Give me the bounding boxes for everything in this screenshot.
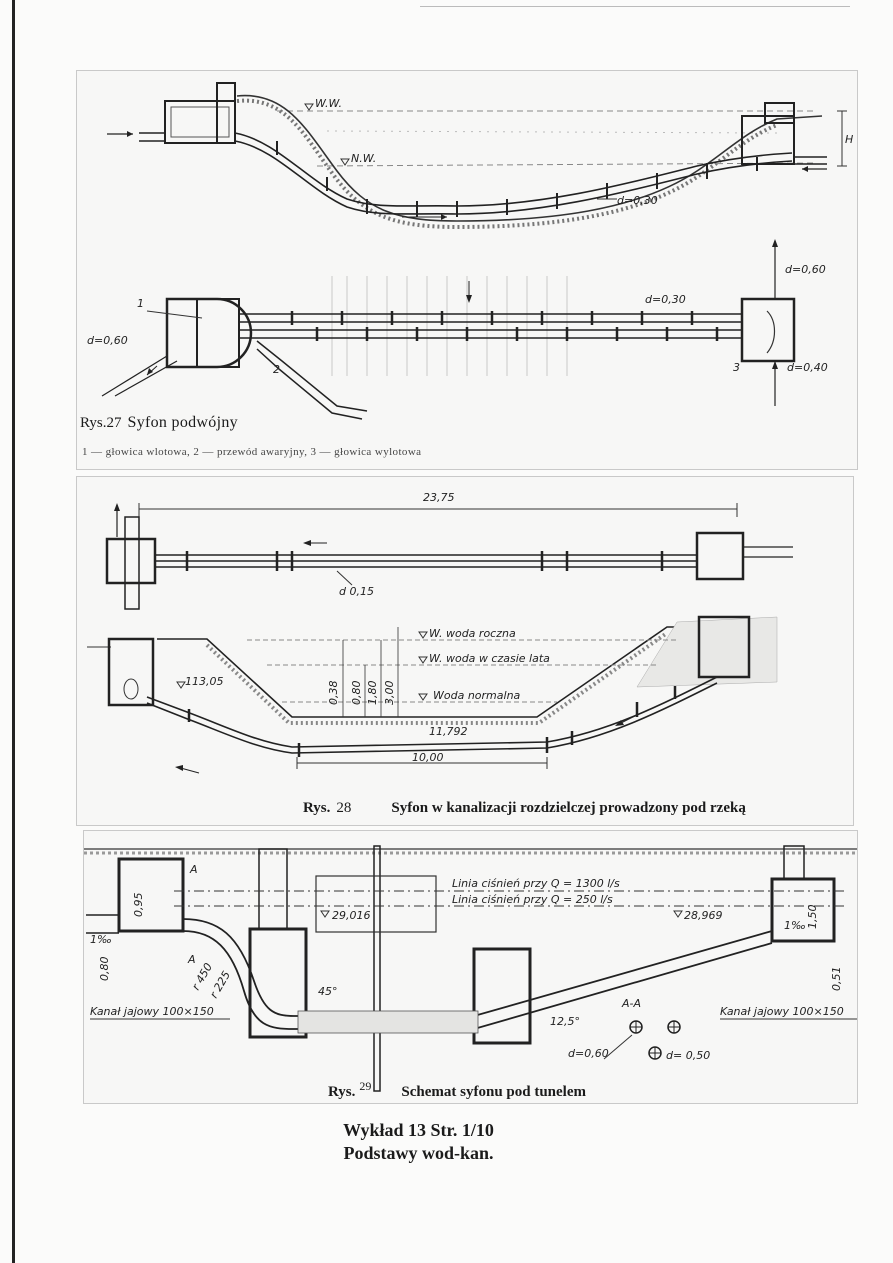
- water-normal-label: Woda normalna: [433, 689, 521, 702]
- v080-label: 0,80: [350, 681, 363, 706]
- figure-27-title: Syfon podwójny: [127, 414, 238, 431]
- figure-29-drawing: Linia ciśnień przy Q = 1300 l/s Linia ci…: [84, 845, 857, 1092]
- figure-27-drawing: W.W. N.W. H d=0,30: [87, 82, 853, 420]
- dim-080: 0,80: [98, 957, 111, 982]
- water-yearly-label: W. woda roczna: [429, 627, 516, 640]
- water-summer-label: W. woda w czasie lata: [429, 652, 550, 665]
- figure-28-panel: 23,75 d 0,15: [76, 476, 854, 826]
- figure-28-drawing: 23,75 d 0,15: [87, 491, 793, 774]
- figure-29-number-value: 29: [359, 1079, 372, 1093]
- d040-label: d=0,40: [787, 361, 828, 374]
- v300-label: 3,00: [383, 681, 396, 706]
- figure-28-caption: Rys. 28 Syfon w kanalizacji rozdzielczej p…: [303, 800, 746, 817]
- slope-left: 1‰: [90, 933, 112, 946]
- footer-course: Podstawy wod-kan.: [343, 1143, 494, 1163]
- egg-sewer-left: Kanał jajowy 100×150: [90, 1005, 214, 1018]
- level-label: 113,05: [185, 675, 224, 688]
- v038-label: 0,38: [327, 681, 340, 706]
- figure-27-panel: W.W. N.W. H d=0,30: [76, 70, 858, 470]
- section-mark-a1: A: [189, 863, 198, 876]
- figure-29-caption: Rys.29 Schemat syfonu pod tunelem: [328, 1079, 586, 1101]
- h-label: H: [845, 133, 853, 146]
- angle-45: 45°: [318, 985, 338, 998]
- figure-29-number: Rys.: [328, 1084, 356, 1100]
- depth-label: 11,792: [429, 725, 468, 738]
- section-aa-label: A-A: [621, 997, 641, 1010]
- figure-28-title: Syfon w kanalizacji rozdzielczej prowadz…: [391, 800, 746, 816]
- egg-sewer-right: Kanał jajowy 100×150: [720, 1005, 844, 1018]
- d060-label: d=0,60: [568, 1047, 609, 1060]
- level-28969: 28,969: [684, 909, 723, 922]
- figure-29-panel: Linia ciśnień przy Q = 1300 l/s Linia ci…: [83, 830, 858, 1104]
- label-2: 2: [273, 363, 280, 376]
- label-1: 1: [137, 297, 144, 310]
- label-3: 3: [733, 361, 740, 374]
- d050-label: d= 0,50: [666, 1049, 710, 1062]
- angle-125: 12,5°: [550, 1015, 580, 1028]
- top-rule: [420, 6, 850, 7]
- figure-27-number: Rys.27: [80, 415, 122, 431]
- v180-label: 1,80: [366, 681, 379, 706]
- ww-label: W.W.: [315, 97, 342, 110]
- figure-28-number: Rys.: [303, 800, 331, 816]
- dim-095: 0,95: [132, 893, 145, 918]
- pressure-line-1300: Linia ciśnień przy Q = 1300 l/s: [452, 877, 620, 890]
- figure-28-number-value: 28: [336, 800, 352, 816]
- slope-right: 1‰: [784, 919, 806, 932]
- d015-label: d 0,15: [339, 585, 374, 598]
- d060-right-label: d=0,60: [785, 263, 826, 276]
- dim-051: 0,51: [830, 967, 843, 992]
- left-binding-rule: [12, 0, 15, 1263]
- figure-27-caption: Rys.27 Syfon podwójny: [80, 414, 238, 432]
- nw-label: N.W.: [351, 152, 376, 165]
- d030-plan-label: d=0,30: [645, 293, 686, 306]
- length-label: 23,75: [423, 491, 455, 504]
- distance-label: 10,00: [412, 751, 444, 764]
- dim-150: 1,50: [806, 905, 819, 930]
- level-29016: 29,016: [332, 909, 371, 922]
- d030-top-label: d=0,30: [617, 194, 658, 207]
- pressure-line-250: Linia ciśnień przy Q = 250 l/s: [452, 893, 613, 906]
- figure-29-title: Schemat syfonu pod tunelem: [401, 1084, 587, 1100]
- d060-left-label: d=0,60: [87, 334, 128, 347]
- section-mark-a2: A: [187, 953, 196, 966]
- footer-lecture: Wykład 13 Str. 1/10: [343, 1120, 494, 1140]
- figure-27-legend: 1 — głowica wlotowa, 2 — przewód awaryjn…: [82, 446, 422, 458]
